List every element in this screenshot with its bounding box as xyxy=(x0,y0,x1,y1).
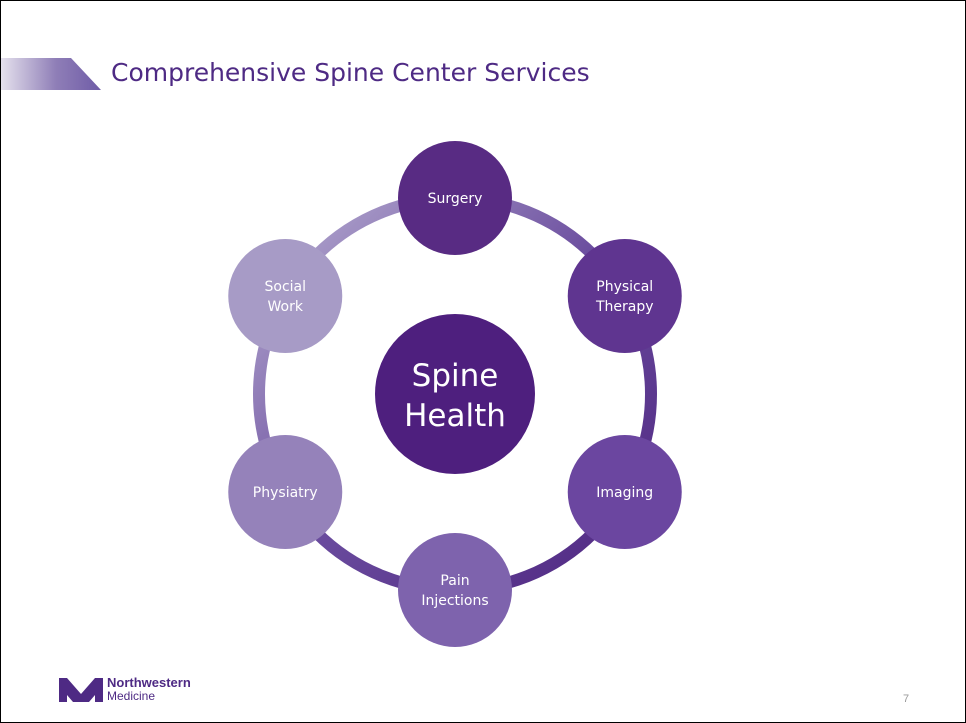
center-label-line-1: Spine xyxy=(412,358,499,394)
node-circle-physical-therapy xyxy=(567,239,682,353)
node-circle-physiatry xyxy=(228,435,343,549)
northwestern-medicine-logo: Northwestern Medicine xyxy=(59,676,191,703)
node-circle-imaging xyxy=(567,435,682,549)
node-label-pain-injections-1: Pain xyxy=(440,573,469,589)
logo-name: Northwestern xyxy=(107,675,191,690)
node-circle-surgery xyxy=(398,141,512,255)
node-surgery: Surgery xyxy=(398,141,512,255)
node-label-physiatry-1: Physiatry xyxy=(253,485,318,501)
logo-subtitle: Medicine xyxy=(107,689,156,703)
node-label-surgery-1: Surgery xyxy=(428,191,483,207)
node-physiatry: Physiatry xyxy=(228,435,343,549)
node-label-pain-injections-2: Injections xyxy=(421,593,488,609)
node-imaging: Imaging xyxy=(567,435,682,549)
node-label-physical-therapy-2: Therapy xyxy=(595,299,654,315)
slide-title: Comprehensive Spine Center Services xyxy=(111,58,590,87)
nm-logo-icon xyxy=(59,677,103,702)
center-label-line-2: Health xyxy=(404,398,506,434)
node-label-imaging-1: Imaging xyxy=(596,485,653,501)
node-label-physical-therapy-1: Physical xyxy=(596,279,653,295)
center-circle xyxy=(375,314,535,474)
node-label-social-work-1: Social xyxy=(265,279,307,295)
node-circle-social-work xyxy=(228,239,343,353)
node-circle-pain-injections xyxy=(398,533,512,647)
node-label-social-work-2: Work xyxy=(268,299,304,315)
page-number: 7 xyxy=(903,693,910,705)
